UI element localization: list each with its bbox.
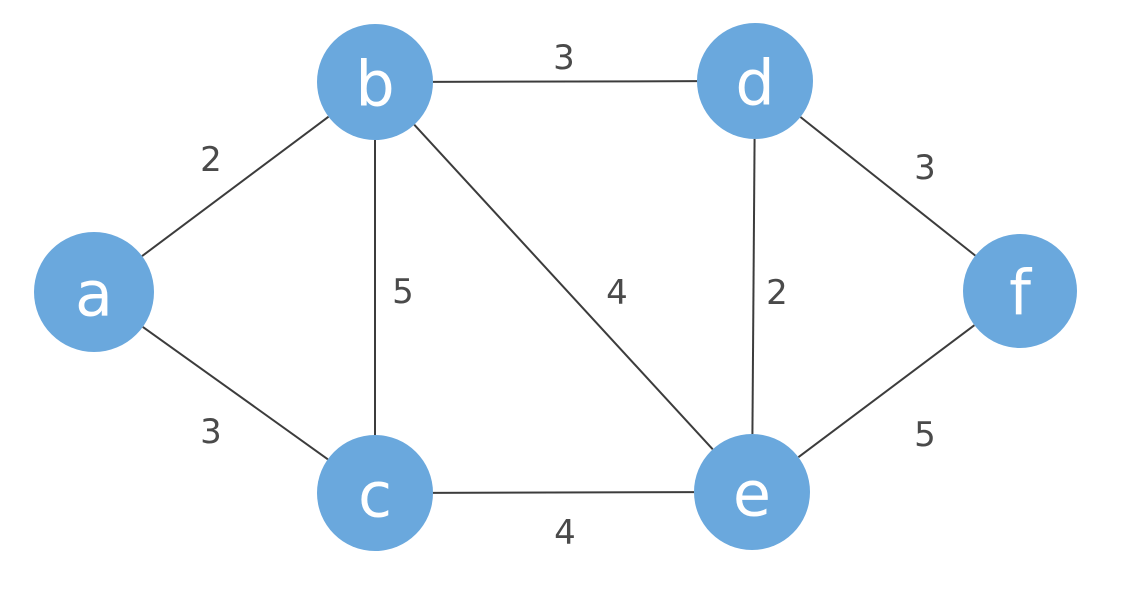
edge-weight-d-e: 2 xyxy=(766,273,788,313)
node-circle-b[interactable] xyxy=(317,24,433,140)
edges-layer xyxy=(141,80,976,494)
node-label-c: c xyxy=(358,459,392,532)
node-label-b: b xyxy=(355,48,394,121)
edge-weight-b-d: 3 xyxy=(553,38,575,78)
node-c[interactable]: c xyxy=(317,435,433,551)
edge-b-d xyxy=(432,80,698,83)
edge-weight-e-f: 5 xyxy=(914,415,936,455)
edge-c-e xyxy=(432,491,695,494)
node-label-d: d xyxy=(735,47,774,120)
node-label-a: a xyxy=(75,258,113,331)
node-circle-d[interactable] xyxy=(697,23,813,139)
edge-weight-b-c: 5 xyxy=(392,272,414,312)
edge-weight-a-c: 3 xyxy=(200,412,222,452)
edge-weight-d-f: 3 xyxy=(914,148,936,188)
edge-a-c xyxy=(142,326,329,461)
node-circle-f[interactable] xyxy=(963,234,1077,348)
node-a[interactable]: a xyxy=(34,232,154,352)
edge-weight-a-b: 2 xyxy=(200,140,222,180)
node-d[interactable]: d xyxy=(697,23,813,139)
node-b[interactable]: b xyxy=(317,24,433,140)
edge-d-e xyxy=(751,138,756,435)
edge-weight-c-e: 4 xyxy=(554,513,576,553)
edge-e-f xyxy=(797,324,976,459)
edge-weight-b-e: 4 xyxy=(606,273,628,313)
edge-labels-layer: 2 3 3 5 4 2 3 4 5 xyxy=(200,38,936,553)
edge-b-e xyxy=(413,124,714,450)
node-e[interactable]: e xyxy=(694,434,810,550)
node-circle-e[interactable] xyxy=(694,434,810,550)
edge-d-f xyxy=(799,116,976,257)
edge-a-b xyxy=(141,115,330,257)
nodes-layer: a b c d e f xyxy=(34,23,1077,551)
node-circle-c[interactable] xyxy=(317,435,433,551)
node-label-e: e xyxy=(733,458,771,531)
node-circle-a[interactable] xyxy=(34,232,154,352)
node-f[interactable]: f xyxy=(963,234,1077,348)
node-label-f: f xyxy=(1009,257,1033,330)
